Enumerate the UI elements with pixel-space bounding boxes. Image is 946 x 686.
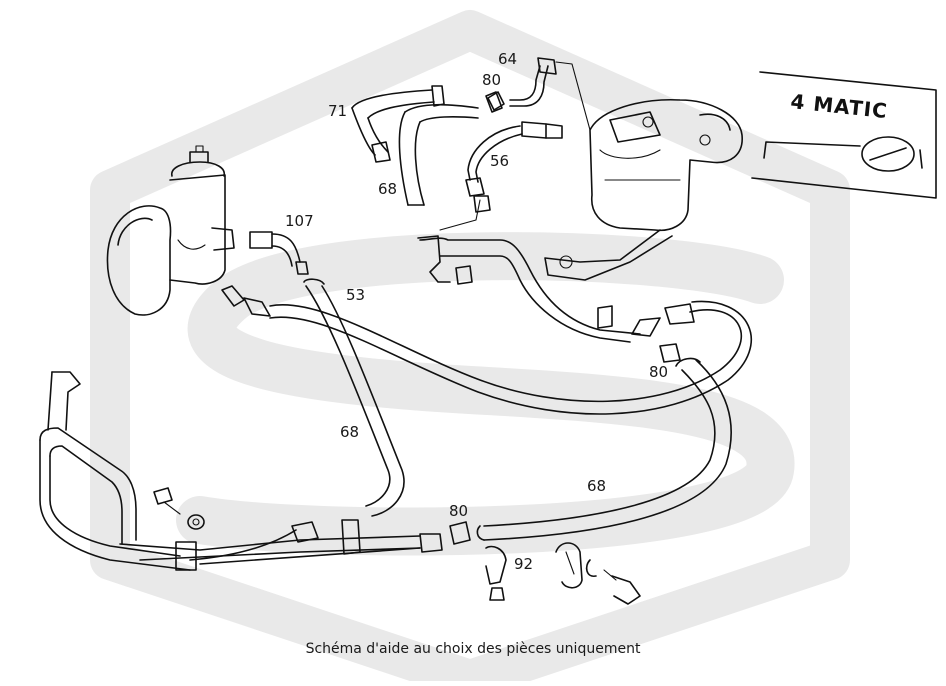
- callout-68: 68: [587, 477, 606, 495]
- hose-68-middle: [303, 278, 405, 517]
- return-hose-71: [351, 85, 445, 163]
- callout-53: 53: [346, 286, 365, 304]
- four-matic-text: 4 MATIC: [789, 89, 888, 123]
- hardware-parts: [153, 91, 681, 605]
- callout-56: 56: [490, 152, 509, 170]
- callout-labels: 64 80 71 56 68 107 53 80 68 68 80 92: [285, 50, 668, 573]
- cooler-lines: [417, 199, 641, 343]
- power-steering-pump: [106, 145, 235, 316]
- pressure-line-64: [487, 57, 591, 131]
- callout-80: 80: [649, 363, 668, 381]
- hose-107: [249, 231, 309, 275]
- callout-71: 71: [328, 102, 347, 120]
- callout-68: 68: [378, 180, 397, 198]
- steering-gearbox: [544, 98, 743, 281]
- callout-68: 68: [340, 423, 359, 441]
- hose-68-upper: [398, 103, 479, 206]
- watermark-logo: [90, 10, 850, 686]
- callout-64: 64: [498, 50, 517, 68]
- callout-92: 92: [514, 555, 533, 573]
- hose-68-lower: [476, 357, 732, 541]
- callout-80: 80: [449, 502, 468, 520]
- oil-cooler: [39, 371, 443, 571]
- callout-80: 80: [482, 71, 501, 89]
- pressure-hose-53: [221, 285, 752, 415]
- pressure-line-56: [465, 121, 563, 213]
- diagram-caption: Schéma d'aide au choix des pièces unique…: [305, 641, 641, 657]
- callout-107: 107: [285, 212, 314, 230]
- four-matic-badge: 4 MATIC: [751, 71, 937, 199]
